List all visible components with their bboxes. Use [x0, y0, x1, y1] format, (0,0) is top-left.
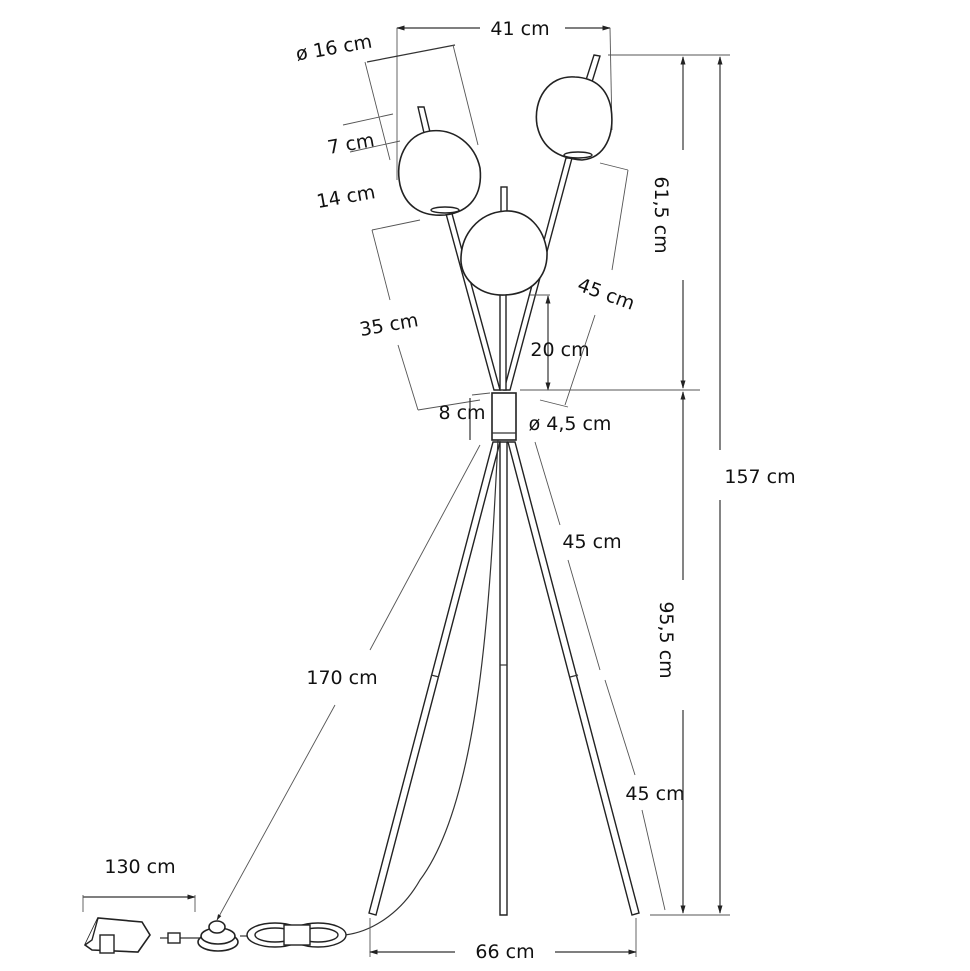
label-total-height: 157 cm [724, 466, 795, 488]
label-lower-leg: 45 cm [625, 783, 684, 805]
cable-length-dimension: 170 cm [216, 444, 481, 921]
power-cable [83, 439, 499, 954]
label-shade-height: 14 cm [315, 181, 377, 213]
height-dimensions: 61,5 cm 95,5 cm 157 cm [520, 54, 796, 916]
label-rod-top: 7 cm [326, 129, 376, 159]
cable-coil [246, 922, 347, 948]
label-right-arm: 45 cm [574, 274, 637, 315]
hub-dimensions: 8 cm ø 4,5 cm [438, 392, 612, 440]
top-width-dimension: 41 cm [396, 18, 613, 180]
label-cable-length: 170 cm [306, 667, 377, 689]
label-adapter-cable: 130 cm [104, 856, 175, 878]
center-arm-dimension: 20 cm [530, 294, 590, 391]
label-center-arm: 20 cm [530, 339, 589, 361]
label-left-arm: 35 cm [358, 309, 420, 341]
label-upper-height: 61,5 cm [650, 176, 672, 253]
power-adapter [83, 917, 151, 954]
adapter-cable-dimension: 130 cm [82, 856, 196, 912]
leg-dimensions: 45 cm 45 cm [534, 441, 685, 911]
label-shade-diameter: ø 16 cm [294, 31, 373, 66]
label-top-width: 41 cm [490, 18, 549, 40]
tripod-legs [368, 441, 640, 916]
foot-switch [197, 920, 239, 952]
label-hub-height: 8 cm [438, 402, 485, 424]
shade-right [535, 54, 613, 161]
label-base-width: 66 cm [475, 941, 534, 963]
label-upper-leg: 45 cm [562, 531, 621, 553]
shade-left [398, 106, 482, 216]
label-hub-diameter: ø 4,5 cm [529, 413, 612, 435]
label-lower-height: 95,5 cm [655, 601, 677, 678]
base-width-dimension: 66 cm [369, 918, 637, 963]
shade-center [460, 186, 548, 296]
hub [491, 392, 517, 441]
